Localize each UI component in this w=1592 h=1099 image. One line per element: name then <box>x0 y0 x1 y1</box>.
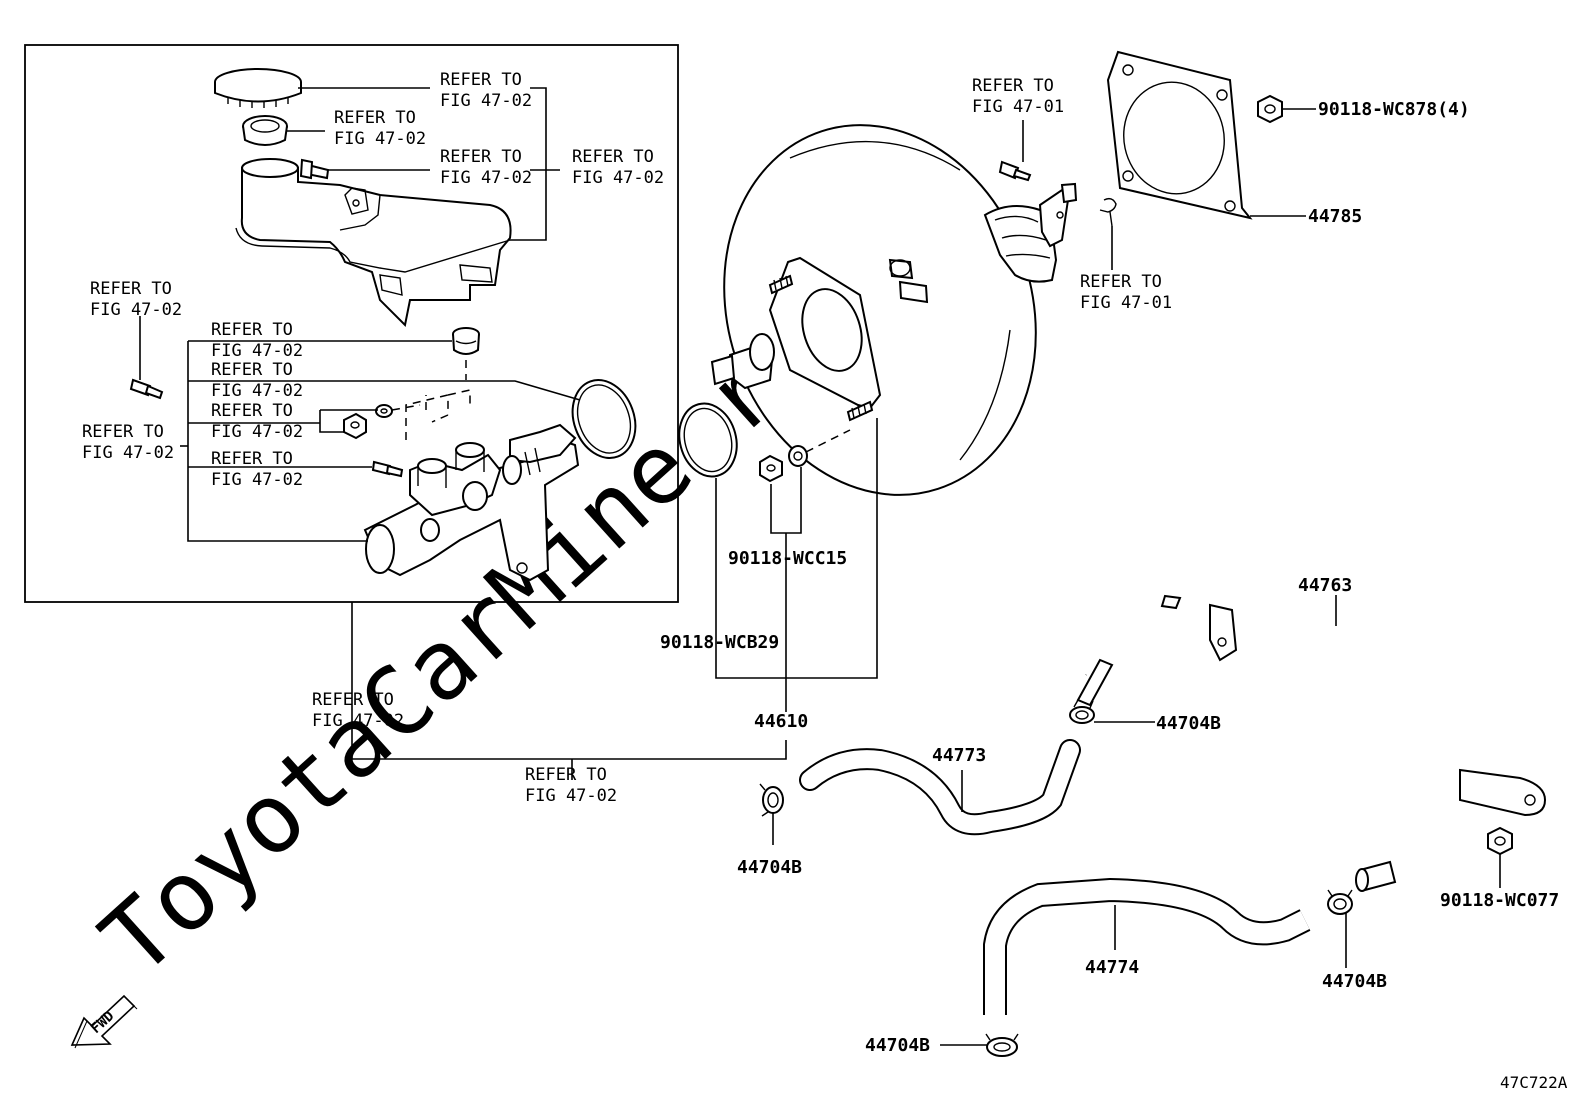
leader-lines-box <box>139 87 581 542</box>
cylinder-bolt <box>371 460 404 478</box>
clevis-clip <box>1099 197 1117 227</box>
vacuum-pipe-44763 <box>1076 585 1547 892</box>
hose-clamp-4 <box>985 1033 1019 1057</box>
gasket <box>1106 50 1253 220</box>
reservoir-cap <box>214 68 302 108</box>
refer-label-7: REFER TO FIG 47-02 <box>211 360 303 401</box>
refer-label-2: REFER TO FIG 47-02 <box>334 108 426 149</box>
brake-master-cylinder <box>363 423 580 582</box>
refer-label-5: REFER TO FIG 47-02 <box>90 279 182 320</box>
svg-text:REFER TO: REFER TO <box>1080 272 1162 292</box>
refer-label-8: REFER TO FIG 47-02 <box>211 401 303 442</box>
part-number-44763: 44763 <box>1298 575 1352 596</box>
master-cylinder-nut <box>343 404 393 440</box>
refer-label-1: REFER TO FIG 47-02 <box>440 70 532 111</box>
leader-lines-booster <box>351 108 1316 780</box>
o-ring <box>571 379 637 459</box>
svg-text:REFER TO: REFER TO <box>82 422 164 442</box>
svg-text:FIG 47-02: FIG 47-02 <box>211 422 303 442</box>
refer-label-3: REFER TO FIG 47-02 <box>440 147 532 188</box>
refer-label-13: REFER TO FIG 47-01 <box>972 76 1064 117</box>
svg-text:REFER TO: REFER TO <box>440 70 522 90</box>
booster-o-ring <box>678 402 738 478</box>
svg-text:FIG 47-01: FIG 47-01 <box>972 97 1064 117</box>
svg-text:REFER TO: REFER TO <box>312 690 394 710</box>
svg-text:FIG 47-02: FIG 47-02 <box>211 341 303 361</box>
brake-fluid-reservoir <box>235 158 512 328</box>
svg-text:FIG 47-02: FIG 47-02 <box>90 300 182 320</box>
svg-text:FIG 47-02: FIG 47-02 <box>572 168 664 188</box>
svg-text:FIG 47-01: FIG 47-01 <box>1080 293 1172 313</box>
svg-text:REFER TO: REFER TO <box>334 108 416 128</box>
svg-text:REFER TO: REFER TO <box>211 360 293 380</box>
svg-text:FIG 47-02: FIG 47-02 <box>211 470 303 490</box>
part-number-44704b-3: 44704B <box>1322 971 1387 992</box>
svg-text:REFER TO: REFER TO <box>211 320 293 340</box>
svg-text:FIG 47-02: FIG 47-02 <box>525 786 617 806</box>
svg-text:REFER TO: REFER TO <box>972 76 1054 96</box>
refer-label-11: REFER TO FIG 47-02 <box>312 690 404 731</box>
part-number-44704b-1: 44704B <box>1156 713 1221 734</box>
reservoir-strainer <box>242 115 288 146</box>
part-number-90118-wc077: 90118-WC077 <box>1440 890 1559 911</box>
part-number-90118-wcb29: 90118-WCB29 <box>660 632 779 653</box>
svg-text:FIG 47-02: FIG 47-02 <box>440 91 532 111</box>
svg-text:FIG 47-02: FIG 47-02 <box>440 168 532 188</box>
pin-bolt <box>129 378 164 400</box>
vacuum-hose-44774 <box>983 877 1311 1015</box>
hose-clamp-3 <box>1327 889 1353 915</box>
fwd-arrow-icon: FWD <box>70 994 138 1049</box>
refer-label-6: REFER TO FIG 47-02 <box>211 320 303 361</box>
part-number-90118-wc878: 90118-WC878(4) <box>1318 99 1470 120</box>
brake-booster <box>710 124 1078 496</box>
reservoir-grommet <box>452 327 480 355</box>
leader-lines-hoses <box>772 595 1501 1046</box>
reservoir-screw <box>299 158 330 180</box>
part-number-44704b-4: 44704B <box>865 1035 930 1056</box>
svg-text:REFER TO: REFER TO <box>211 401 293 421</box>
refer-label-12: REFER TO FIG 47-02 <box>525 765 617 806</box>
svg-text:FIG 47-02: FIG 47-02 <box>211 381 303 401</box>
hose-clamp-2 <box>759 783 784 817</box>
svg-text:REFER TO: REFER TO <box>211 449 293 469</box>
svg-text:REFER TO: REFER TO <box>90 279 172 299</box>
part-number-44704b-2: 44704B <box>737 857 802 878</box>
bracket-nut <box>1487 826 1513 856</box>
svg-text:REFER TO: REFER TO <box>440 147 522 167</box>
part-number-90118-wcc15: 90118-WCC15 <box>728 548 847 569</box>
part-number-44773: 44773 <box>932 745 986 766</box>
svg-text:FIG 47-02: FIG 47-02 <box>312 711 404 731</box>
svg-text:FIG 47-02: FIG 47-02 <box>82 443 174 463</box>
hose-clamp-1 <box>1069 699 1095 724</box>
refer-label-4: REFER TO FIG 47-02 <box>572 147 664 188</box>
refer-label-14: REFER TO FIG 47-01 <box>1080 272 1172 313</box>
part-number-44774: 44774 <box>1085 957 1139 978</box>
svg-text:REFER TO: REFER TO <box>572 147 654 167</box>
refer-label-10: REFER TO FIG 47-02 <box>211 449 303 490</box>
svg-text:FIG 47-02: FIG 47-02 <box>334 129 426 149</box>
part-number-44785: 44785 <box>1308 206 1362 227</box>
booster-nut <box>1257 94 1283 124</box>
vacuum-hose-44773 <box>799 739 1081 836</box>
refer-label-9: REFER TO FIG 47-02 <box>82 422 174 463</box>
part-number-44610: 44610 <box>754 711 808 732</box>
booster-nut-washer <box>759 445 808 483</box>
figure-code: 47C722A <box>1500 1073 1568 1092</box>
svg-text:REFER TO: REFER TO <box>525 765 607 785</box>
